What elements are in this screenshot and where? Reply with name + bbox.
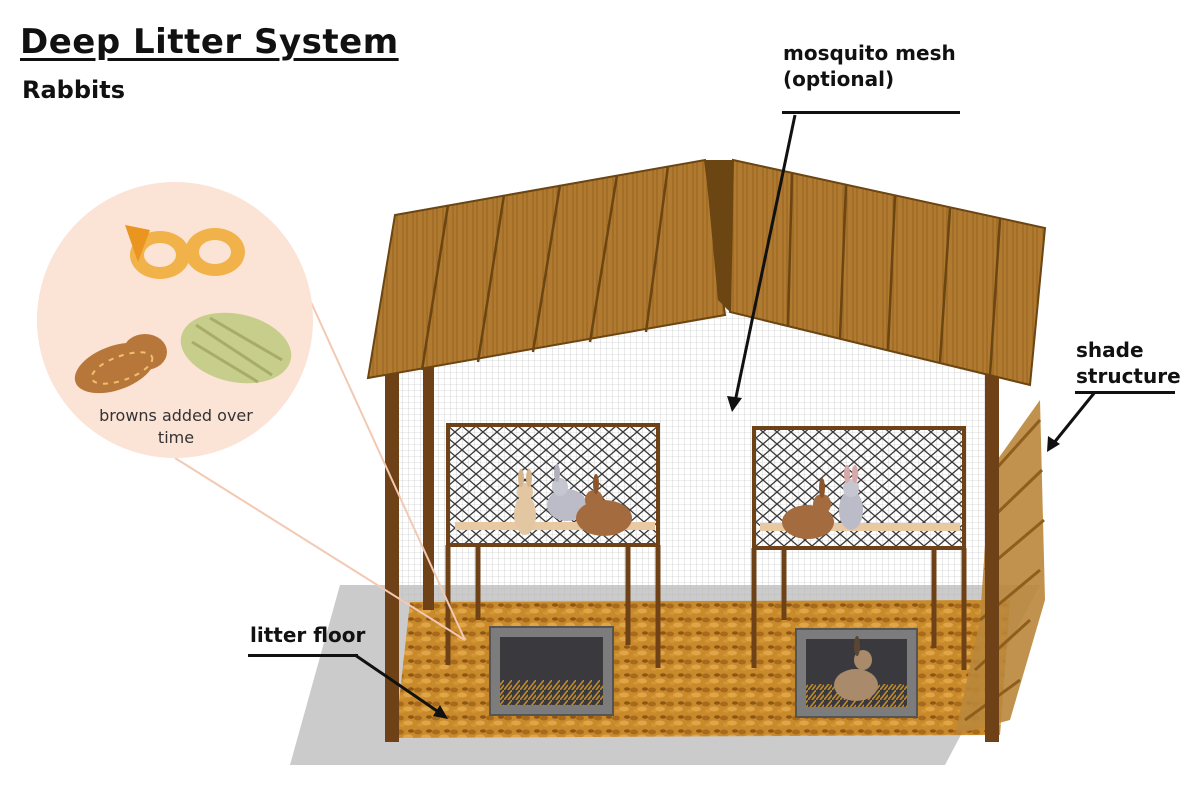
- browns-caption-line2: time: [157, 428, 195, 448]
- litter-floor-underline: [248, 654, 358, 657]
- roof: [366, 158, 1047, 387]
- nest-box-right: [795, 628, 918, 718]
- roof-posts: [385, 365, 999, 742]
- rabbit-group-right: [782, 465, 863, 539]
- litter-floor-label: litter floor: [250, 623, 366, 647]
- shade-structure-label: shade structure: [1076, 337, 1181, 389]
- shade-structure: [955, 400, 1045, 735]
- browns-caption-line1: browns added over: [99, 406, 253, 425]
- page-title: Deep Litter System: [20, 22, 399, 62]
- mosquito-mesh-label-line2: (optional): [783, 67, 895, 91]
- mosquito-mesh-label-line1: mosquito mesh: [783, 41, 956, 65]
- page-subtitle: Rabbits: [22, 76, 126, 104]
- rabbit-group-left: [514, 464, 632, 536]
- shade-structure-label-line2: structure: [1076, 364, 1181, 388]
- mosquito-mesh-label: mosquito mesh (optional): [783, 40, 956, 92]
- shade-structure-label-line1: shade: [1076, 338, 1144, 362]
- dried-grass-icon: [180, 312, 292, 384]
- mosquito-mesh-underline: [782, 111, 960, 114]
- nest-box-left: [489, 626, 614, 716]
- peanut-shell-icon: [74, 334, 167, 394]
- label-arrows: [354, 114, 1097, 719]
- shade-structure-underline: [1075, 391, 1175, 394]
- dry-leaf-icon: [125, 225, 245, 279]
- browns-caption: browns added over time: [86, 405, 266, 450]
- browns-callout: [37, 182, 466, 641]
